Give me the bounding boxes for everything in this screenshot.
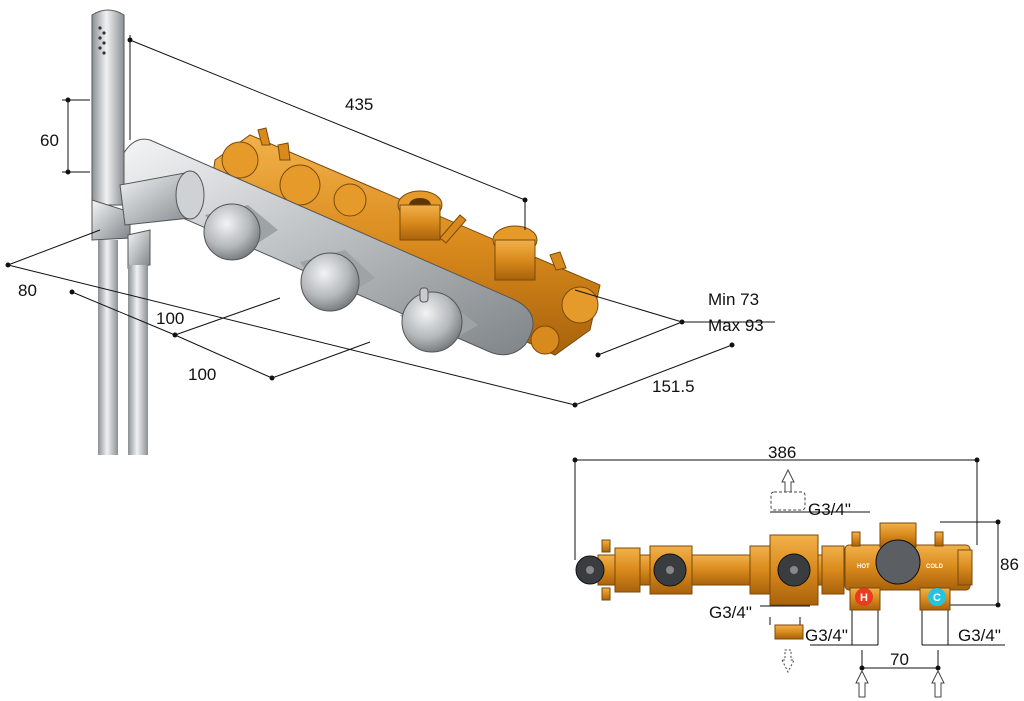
hand-shower bbox=[91, 9, 125, 206]
dim-depth: 80 bbox=[18, 281, 37, 300]
dim-spacing-2: 100 bbox=[188, 365, 216, 384]
dim-thread-bottom-outlet: G3/4" bbox=[709, 603, 752, 622]
hot-badge: H bbox=[855, 588, 873, 606]
optional-outlet-top bbox=[770, 491, 806, 511]
dimension-lines-2d bbox=[574, 459, 1005, 669]
dim-spacing-1: 100 bbox=[156, 309, 184, 328]
dim-handshower-spacing: 60 bbox=[40, 131, 59, 150]
flow-arrows bbox=[770, 468, 945, 698]
dim-thread-cold: G3/4" bbox=[958, 626, 1001, 645]
hot-badge-letter: H bbox=[860, 592, 868, 604]
spray-nozzles bbox=[98, 26, 106, 55]
hot-label: HOT bbox=[857, 564, 870, 570]
dim-inlet-spacing: 70 bbox=[890, 650, 909, 669]
dim-plate-length: 151.5 bbox=[652, 377, 695, 396]
cold-inlet-arrow-icon bbox=[931, 669, 945, 698]
cold-badge-letter: C bbox=[933, 592, 941, 604]
outlet-arrow-down-icon bbox=[781, 649, 795, 674]
dim-body-length: 386 bbox=[768, 443, 796, 462]
shower-hose bbox=[98, 240, 148, 455]
valve-caps-2d bbox=[575, 539, 921, 587]
control-knob-1 bbox=[203, 203, 278, 261]
dimension-dots-3d bbox=[5, 37, 735, 408]
hot-inlet-arrow-icon bbox=[855, 669, 869, 698]
dim-min-depth: Min 73 bbox=[708, 290, 759, 309]
dim-max-depth: Max 93 bbox=[708, 316, 764, 335]
outlet-arrow-up-icon bbox=[781, 468, 795, 493]
dim-thread-top: G3/4" bbox=[808, 500, 851, 519]
dimension-dots-2d bbox=[572, 457, 1001, 671]
control-knob-2 bbox=[300, 250, 375, 312]
dim-thread-hot: G3/4" bbox=[805, 626, 848, 645]
cold-badge: C bbox=[928, 588, 946, 606]
shower-holder bbox=[91, 170, 205, 269]
dim-body-height: 86 bbox=[1000, 555, 1019, 574]
dim-top-length: 435 bbox=[345, 95, 373, 114]
thermostatic-knob bbox=[400, 287, 478, 353]
dimension-lines-3d bbox=[7, 35, 775, 406]
cold-label: COLD bbox=[926, 564, 944, 570]
